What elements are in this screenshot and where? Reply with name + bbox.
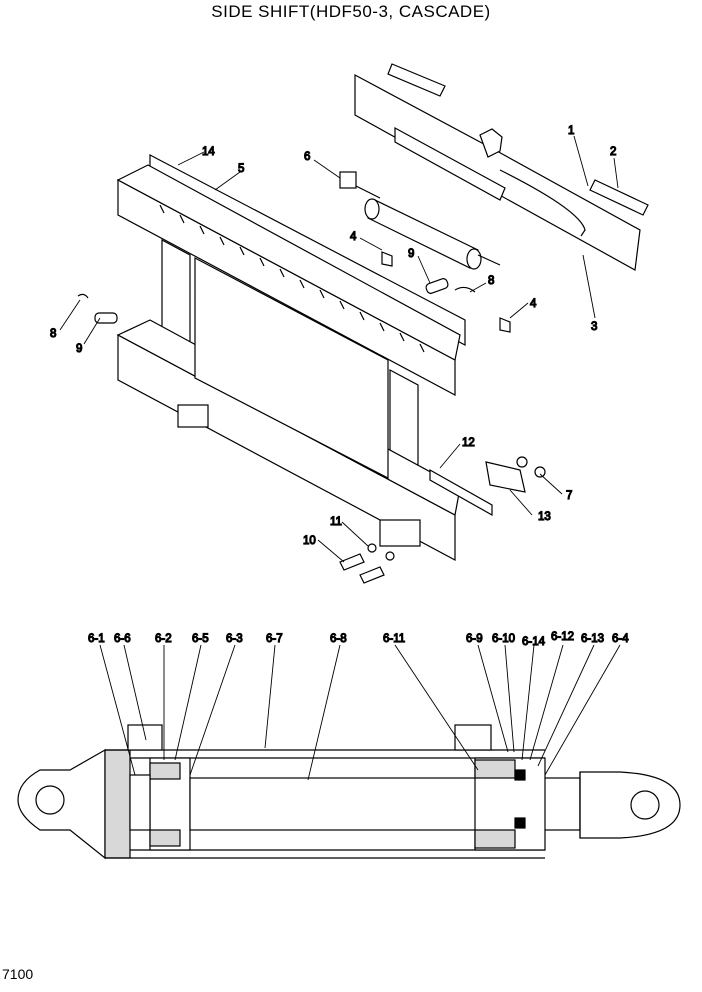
callout-6-6: 6-6	[114, 633, 131, 645]
callout-6-12: 6-12	[551, 631, 574, 643]
callout-5: 5	[238, 163, 244, 175]
upper-leader-lines	[59, 135, 619, 563]
side-shift-frame	[116, 154, 466, 562]
hanger-bracket	[354, 73, 641, 271]
callout-6-2: 6-2	[155, 633, 172, 645]
callout-6-1: 6-1	[88, 633, 105, 645]
callout-6-3: 6-3	[226, 633, 243, 645]
hydraulic-cylinder	[339, 171, 501, 270]
cylinder-leader-lines	[99, 644, 621, 781]
small-parts	[77, 63, 649, 584]
callout-6-5: 6-5	[192, 633, 209, 645]
callout-6-11: 6-11	[383, 633, 405, 645]
callout-6-8: 6-8	[330, 633, 347, 645]
callout-6-13: 6-13	[581, 633, 604, 645]
callout-4b: 4	[530, 298, 537, 310]
page-number: 7100	[2, 966, 34, 982]
callout-13: 13	[538, 511, 551, 523]
callout-6: 6	[304, 151, 310, 163]
callout-12: 12	[462, 437, 475, 449]
callout-9a: 9	[76, 343, 82, 355]
callout-1: 1	[568, 125, 574, 137]
callout-10: 10	[303, 535, 316, 547]
callout-7: 7	[566, 490, 572, 502]
callout-11: 11	[330, 516, 342, 528]
callout-6-4: 6-4	[612, 633, 629, 645]
callout-2: 2	[610, 146, 616, 158]
callout-6-14: 6-14	[522, 636, 546, 648]
callout-9b: 9	[408, 248, 414, 260]
callout-14: 14	[202, 146, 215, 158]
page-title: SIDE SHIFT(HDF50-3, CASCADE)	[211, 2, 491, 21]
callout-6-7: 6-7	[266, 633, 283, 645]
callout-6-9: 6-9	[466, 633, 483, 645]
callout-3: 3	[591, 321, 597, 333]
callout-8a: 8	[50, 328, 56, 340]
callout-4a: 4	[350, 231, 357, 243]
callout-8b: 8	[488, 275, 494, 287]
cylinder-section	[17, 724, 681, 860]
callout-6-10: 6-10	[492, 633, 515, 645]
